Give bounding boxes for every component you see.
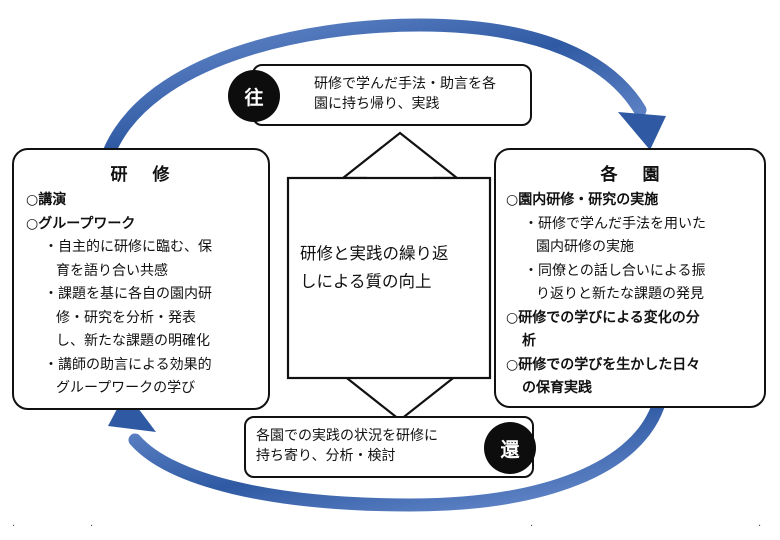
return-badge: 還 [484, 422, 536, 474]
outbound-badge: 往 [228, 70, 280, 122]
outbound-badge-label: 往 [244, 86, 264, 109]
training-box: 研 修 ○講演 ○グループワーク・自主的に研修に臨む、保育を語り合い共感・課題を基… [12, 148, 270, 410]
kindergarten-items: ○園内研修・研究の実施・研修で学んだ手法を用いた園内研修の実施・同僚との話し合い… [506, 189, 758, 401]
footer-mark: . [90, 518, 94, 529]
list-item: ・自主的に研修に臨む、保 [44, 239, 212, 255]
list-item: ○園内研修・研究の実施 [506, 192, 659, 208]
list-item: 園内研修の実施 [536, 239, 634, 255]
list-item: ○グループワーク [26, 215, 136, 232]
center-text: 研修と実践の繰り返 しによる質の向上 [300, 240, 500, 296]
list-item: ○講演 [26, 192, 67, 208]
top-bubble-line: 園に持ち帰り、実践 [314, 96, 440, 112]
kindergarten-title: 各 園 [600, 165, 664, 185]
top-bubble-line: 研修で学んだ手法・助言を各 [314, 76, 496, 92]
list-item: ・課題を基に各自の園内研 [44, 286, 212, 302]
cycle-arrow-bottom [128, 393, 667, 512]
list-item: し、新たな課題の明確化 [56, 333, 210, 349]
list-item: 析 [522, 333, 536, 349]
return-badge-label: 還 [500, 438, 520, 461]
list-item: 修・研究を分析・発表 [56, 309, 196, 326]
list-item: り返りと新たな課題の発見 [536, 286, 704, 302]
list-item: グループワークの学び [56, 380, 196, 396]
top-bubble: 研修で学んだ手法・助言を各 園に持ち帰り、実践 [252, 64, 532, 126]
list-item: ・研修で学んだ手法を用いた [524, 215, 706, 232]
list-item: の保育実践 [522, 380, 592, 396]
footer-mark: . [530, 518, 534, 529]
center-box [286, 176, 492, 380]
list-item: 育を語り合い共感 [56, 262, 168, 279]
cycle-arrowhead-left [108, 392, 156, 432]
list-item: ○研修での学びによる変化の分 [506, 309, 700, 326]
cycle-arrowhead-right [618, 112, 666, 150]
cycle-arrow-top [103, 18, 647, 157]
kindergarten-box: 各 園 ○園内研修・研究の実施・研修で学んだ手法を用いた園内研修の実施・同僚との… [494, 148, 766, 408]
bottom-bubble-line: 各園での実践の状況を研修に [256, 428, 438, 444]
training-title: 研 修 [110, 165, 174, 185]
center-line: 研修と実践の繰り返 [300, 244, 449, 263]
training-items: ○講演 ○グループワーク・自主的に研修に臨む、保育を語り合い共感・課題を基に各自の… [26, 189, 258, 401]
list-item: ○研修での学びを生かした日々 [506, 356, 701, 373]
list-item: ・講師の助言による効果的 [44, 356, 212, 373]
list-item: ・同僚との話し合いによる振 [524, 262, 706, 279]
center-line: しによる質の向上 [300, 272, 432, 291]
footer-mark: . [758, 518, 762, 529]
bottom-bubble-line: 持ち寄り、分析・検討 [256, 448, 396, 464]
footer-mark: . [12, 518, 16, 529]
